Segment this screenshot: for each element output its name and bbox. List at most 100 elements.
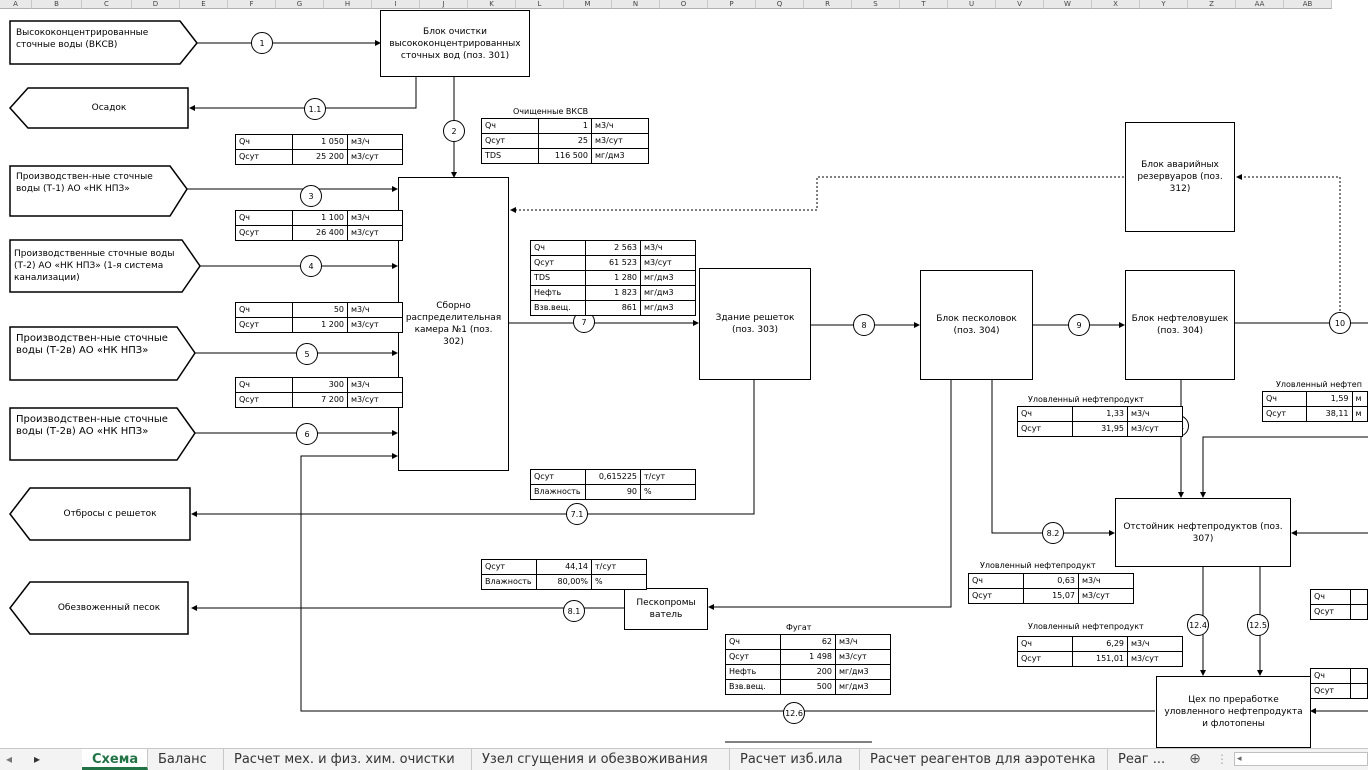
tab-splitter-icon[interactable]: ⋮	[1216, 752, 1228, 766]
block-303[interactable]: Здание решеток (поз. 303)	[699, 268, 811, 380]
column-header[interactable]: S	[852, 0, 900, 9]
table-cell[interactable]: Qсут	[481, 133, 539, 149]
table-cell[interactable]: 61 523	[585, 255, 641, 271]
table-cell[interactable]	[1350, 668, 1368, 684]
table-cell[interactable]: 80,00%	[536, 574, 592, 590]
table-cell[interactable]: 50	[292, 302, 348, 318]
table-cell[interactable]: 25 200	[292, 149, 348, 165]
table-cell[interactable]: 2 563	[585, 240, 641, 256]
table-cell[interactable]: Qч	[1017, 636, 1073, 652]
table-cell[interactable]: TDS	[481, 148, 539, 164]
column-header[interactable]: D	[132, 0, 180, 9]
table-cell[interactable]: Qч	[530, 240, 586, 256]
block-304-oil[interactable]: Блок нефтеловушек (поз. 304)	[1125, 270, 1235, 380]
table-cell[interactable]: Влажность	[481, 574, 537, 590]
table-cell[interactable]: 6,29	[1072, 636, 1128, 652]
column-header[interactable]: A	[0, 0, 32, 9]
table-cell[interactable]: 500	[780, 679, 836, 695]
table-cell[interactable]: 200	[780, 664, 836, 680]
table-cell[interactable]: мг/дм3	[640, 285, 696, 301]
table-cell[interactable]: мг/дм3	[640, 300, 696, 316]
table-cell[interactable]: м3/сут	[591, 133, 649, 149]
table-cell[interactable]: 38,11	[1306, 406, 1353, 422]
table-cell[interactable]: 90	[585, 484, 641, 500]
column-header[interactable]: O	[660, 0, 708, 9]
scroll-left-icon[interactable]: ◂	[1237, 754, 1242, 764]
block-ceh[interactable]: Цех по преработке уловленного нефтепроду…	[1156, 676, 1311, 748]
scroll-tabs-left-icon[interactable]: ◂	[5, 752, 13, 766]
table-cell[interactable]: 31,95	[1072, 421, 1128, 437]
table-cell[interactable]: 1 050	[292, 134, 348, 150]
table-cell[interactable]: 0,63	[1023, 573, 1079, 589]
table-cell[interactable]: Qсут	[725, 649, 781, 665]
column-header[interactable]: AB	[1284, 0, 1332, 9]
table-cell[interactable]: м3/ч	[1127, 636, 1183, 652]
table-cell[interactable]: Qч	[235, 210, 293, 226]
table-cell[interactable]	[1350, 604, 1368, 620]
table-cell[interactable]: Qсут	[1309, 683, 1352, 699]
table-cell[interactable]: м3/сут	[1127, 421, 1183, 437]
block-301[interactable]: Блок очистки высококонцентрированных сто…	[380, 10, 530, 77]
table-cell[interactable]: Qсут	[1017, 421, 1073, 437]
table-cell[interactable]: Qч	[1261, 391, 1308, 407]
tab-mech-calc[interactable]: Расчет мех. и физ. хим. очистки	[224, 749, 472, 770]
table-cell[interactable]: %	[640, 484, 696, 500]
tab-thickening[interactable]: Узел сгущения и обезвоживания	[472, 749, 730, 770]
block-312[interactable]: Блок аварийных резервуаров (поз. 312)	[1125, 122, 1235, 232]
table-cell[interactable]: Qсут	[1017, 651, 1073, 667]
table-cell[interactable]: Qсут	[1309, 604, 1352, 620]
column-header[interactable]: C	[82, 0, 132, 9]
scroll-tabs-right-icon[interactable]: ▸	[33, 752, 41, 766]
table-cell[interactable]: 1 823	[585, 285, 641, 301]
table-cell[interactable]: м3/сут	[640, 255, 696, 271]
tab-balance[interactable]: Баланс	[148, 749, 224, 770]
block-302[interactable]: Сборно распределительная камера №1 (поз.…	[398, 177, 509, 471]
column-header[interactable]: W	[1044, 0, 1092, 9]
table-cell[interactable]: м3/ч	[835, 634, 891, 650]
table-cell[interactable]: 1 100	[292, 210, 348, 226]
table-cell[interactable]: мг/дм3	[591, 148, 649, 164]
table-cell[interactable]	[1350, 683, 1368, 699]
column-header[interactable]: R	[804, 0, 852, 9]
column-header[interactable]: I	[372, 0, 420, 9]
table-cell[interactable]: 26 400	[292, 225, 348, 241]
table-cell[interactable]: мг/дм3	[835, 664, 891, 680]
table-cell[interactable]: м3/сут	[347, 317, 403, 333]
table-cell[interactable]: м	[1351, 406, 1368, 422]
table-cell[interactable]: %	[591, 574, 647, 590]
table-cell[interactable]: м3/сут	[347, 225, 403, 241]
table-cell[interactable]: Qсут	[481, 559, 537, 575]
table-cell[interactable]: Qсут	[530, 469, 586, 485]
table-cell[interactable]: 62	[780, 634, 836, 650]
table-cell[interactable]: Qсут	[1261, 406, 1308, 422]
column-header[interactable]: U	[948, 0, 996, 9]
column-header[interactable]: P	[708, 0, 756, 9]
add-sheet-icon[interactable]: ⊕	[1189, 751, 1201, 767]
column-header[interactable]: T	[900, 0, 948, 9]
table-cell[interactable]: Qсут	[235, 317, 293, 333]
table-cell[interactable]: 1,59	[1306, 391, 1353, 407]
table-cell[interactable]: Qсут	[235, 149, 293, 165]
table-cell[interactable]: м3/ч	[640, 240, 696, 256]
table-cell[interactable]: мг/дм3	[835, 679, 891, 695]
tab-reagents-aerotank[interactable]: Расчет реагентов для аэротенка	[860, 749, 1108, 770]
table-cell[interactable]: 116 500	[538, 148, 592, 164]
column-header[interactable]: J	[420, 0, 468, 9]
table-cell[interactable]: Qч	[235, 134, 293, 150]
table-cell[interactable]: м3/ч	[347, 302, 403, 318]
table-cell[interactable]: м3/ч	[347, 134, 403, 150]
table-cell[interactable]: м3/сут	[835, 649, 891, 665]
column-header[interactable]: N	[612, 0, 660, 9]
column-header[interactable]: Y	[1140, 0, 1188, 9]
table-cell[interactable]: Qч	[235, 377, 293, 393]
column-header[interactable]: M	[564, 0, 612, 9]
table-cell[interactable]: 1,33	[1072, 406, 1128, 422]
tab-sludge[interactable]: Расчет изб.ила	[730, 749, 860, 770]
column-header[interactable]: E	[180, 0, 228, 9]
column-header[interactable]: K	[468, 0, 516, 9]
table-cell[interactable]: м3/сут	[1078, 588, 1134, 604]
block-307[interactable]: Отстойник нефтепродуктов (поз. 307)	[1115, 498, 1291, 567]
table-cell[interactable]: м3/ч	[591, 118, 649, 134]
table-cell[interactable]: 15,07	[1023, 588, 1079, 604]
